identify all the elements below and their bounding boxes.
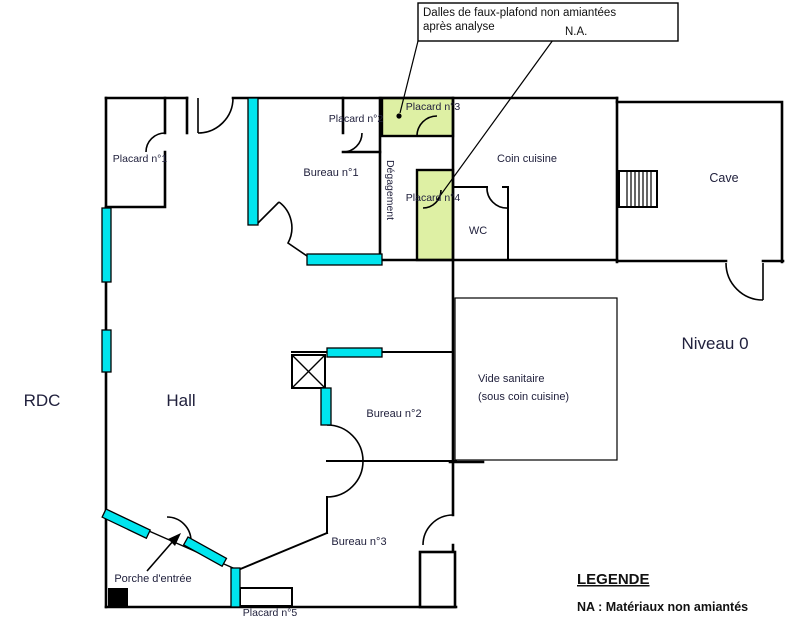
- room-label-wc: WC: [469, 225, 487, 237]
- cyan-wall-segment: [101, 207, 112, 283]
- walls-placard1: [104, 96, 167, 209]
- annotation-line1: Dalles de faux-plafond non amiantées: [423, 7, 616, 19]
- walls-wc: [454, 186, 509, 261]
- room-label-vide-line1: Vide sanitaire: [478, 373, 544, 385]
- room-label-hall: Hall: [166, 391, 195, 410]
- stairs-icon: [618, 170, 658, 208]
- door-placard4: [422, 189, 442, 209]
- annotation-box: [417, 2, 679, 42]
- legend-entry: NA : Matériaux non amiantés: [577, 600, 748, 614]
- room-label-degagement: Dégagement: [384, 160, 396, 220]
- walls: [104, 96, 785, 609]
- shaft-cross-icon: [291, 354, 326, 389]
- cyan-wall-segment: [320, 387, 332, 426]
- room-label-porche: Porche d'entrée: [114, 573, 191, 585]
- legend: LEGENDE NA : Matériaux non amiantés: [577, 571, 748, 614]
- room-label-coin-cuisine: Coin cuisine: [497, 153, 557, 165]
- entrance-black-marker: [108, 588, 128, 607]
- leader-line-placard4: [436, 39, 554, 201]
- cyan-wall-segments: [101, 97, 383, 608]
- closet-box-southeast: [418, 550, 457, 609]
- walls-cave-outer: [615, 100, 784, 264]
- room-label-placard3: Placard n°3: [406, 101, 461, 113]
- door-placard3: [416, 115, 438, 137]
- room-label-bureau3: Bureau n°3: [331, 536, 386, 548]
- highlighted-rooms: [380, 96, 455, 262]
- walls-placard2: [341, 96, 382, 154]
- door-bureau2-swing: [326, 424, 364, 498]
- cyan-wall-segment: [182, 536, 228, 568]
- room-labels: Placard n°1 Bureau n°1 Placard n°2 Placa…: [24, 101, 749, 617]
- legend-title: LEGENDE: [577, 571, 650, 588]
- room-label-bureau1: Bureau n°1: [303, 167, 358, 179]
- cyan-wall-segment: [101, 329, 112, 373]
- door-wc: [486, 186, 509, 209]
- leader-dot: [396, 113, 402, 119]
- placard4-highlight: [415, 168, 455, 262]
- door-porch: [166, 516, 192, 542]
- entrance-arrow-icon: [146, 533, 181, 572]
- door-placard2: [342, 132, 363, 153]
- room-label-vide-line2: (sous coin cuisine): [478, 391, 569, 403]
- door-placard1: [145, 132, 166, 153]
- door-bureau1: [278, 201, 308, 257]
- leader-line-placard3: [399, 40, 419, 114]
- room-label-placard4: Placard n°4: [406, 192, 461, 204]
- vide-sanitaire-box: [454, 297, 618, 461]
- annotation-na-label: N.A.: [565, 26, 587, 38]
- room-label-bureau2: Bureau n°2: [366, 408, 421, 420]
- level-label-niveau0: Niveau 0: [681, 334, 748, 353]
- door-cave: [725, 262, 764, 301]
- cyan-wall-segment: [101, 508, 152, 540]
- room-label-placard5: Placard n°5: [243, 607, 298, 617]
- cyan-wall-segment: [326, 347, 383, 358]
- cyan-wall-segment: [306, 253, 383, 266]
- level-label-rdc: RDC: [24, 391, 61, 410]
- cyan-wall-segment: [230, 567, 241, 608]
- room-label-placard1: Placard n°1: [113, 153, 168, 165]
- door-arcs: [145, 97, 764, 546]
- placard5-box: [239, 587, 293, 607]
- annotation-line2: après analyse: [423, 21, 495, 33]
- room-label-cave: Cave: [709, 171, 738, 185]
- cyan-wall-segment: [247, 97, 259, 226]
- door-hall-top: [197, 97, 234, 134]
- wall-bureau3-diagonal: [236, 531, 329, 572]
- annotation-callout: Dalles de faux-plafond non amiantées apr…: [396, 2, 679, 201]
- door-bureau3: [422, 514, 454, 546]
- room-label-placard2: Placard n°2: [329, 113, 384, 125]
